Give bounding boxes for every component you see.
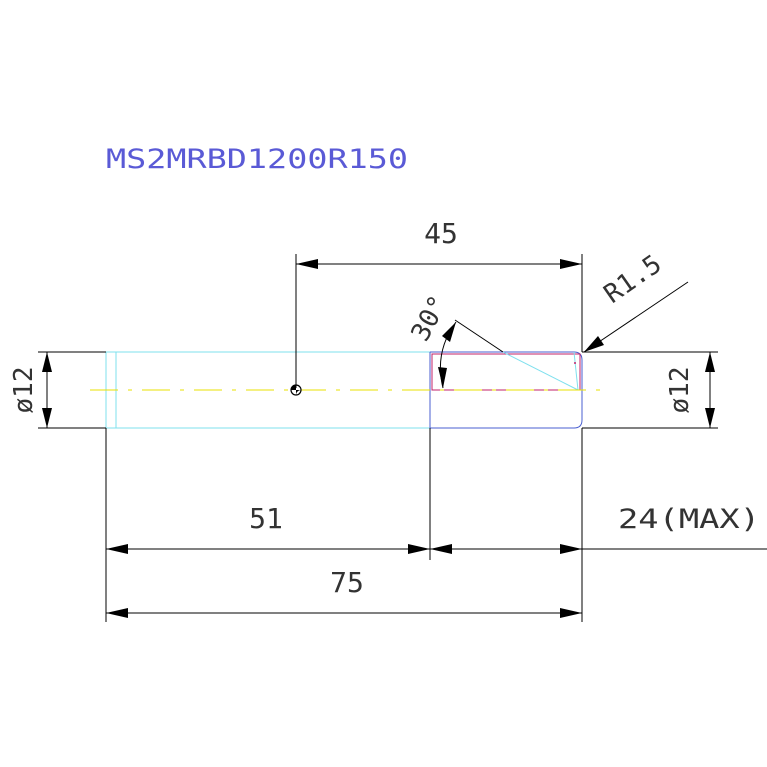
radius-label: R1.5 (599, 249, 668, 309)
left-diameter-label: ø12 (9, 367, 39, 414)
tip-body (429, 351, 583, 429)
dimension-75-label: 75 (330, 566, 364, 599)
dimension-45 (295, 254, 583, 388)
right-diameter-label: ø12 (665, 367, 695, 414)
left-diameter-dimension (38, 351, 106, 429)
right-diameter-dimension (582, 351, 718, 429)
dimension-75 (106, 608, 582, 618)
dimension-51-label: 51 (249, 502, 283, 535)
dimension-51 (105, 428, 431, 622)
chamfer-region (431, 353, 581, 391)
radius-leader (583, 281, 689, 353)
angle-dimension (438, 319, 504, 389)
dimension-24max (430, 428, 767, 622)
part-number-title: MS2MRBD1200R150 (106, 144, 408, 175)
dimension-45-label: 45 (424, 217, 458, 250)
center-mark (290, 384, 302, 396)
dimension-24max-label: 24(MAX) (618, 504, 760, 535)
